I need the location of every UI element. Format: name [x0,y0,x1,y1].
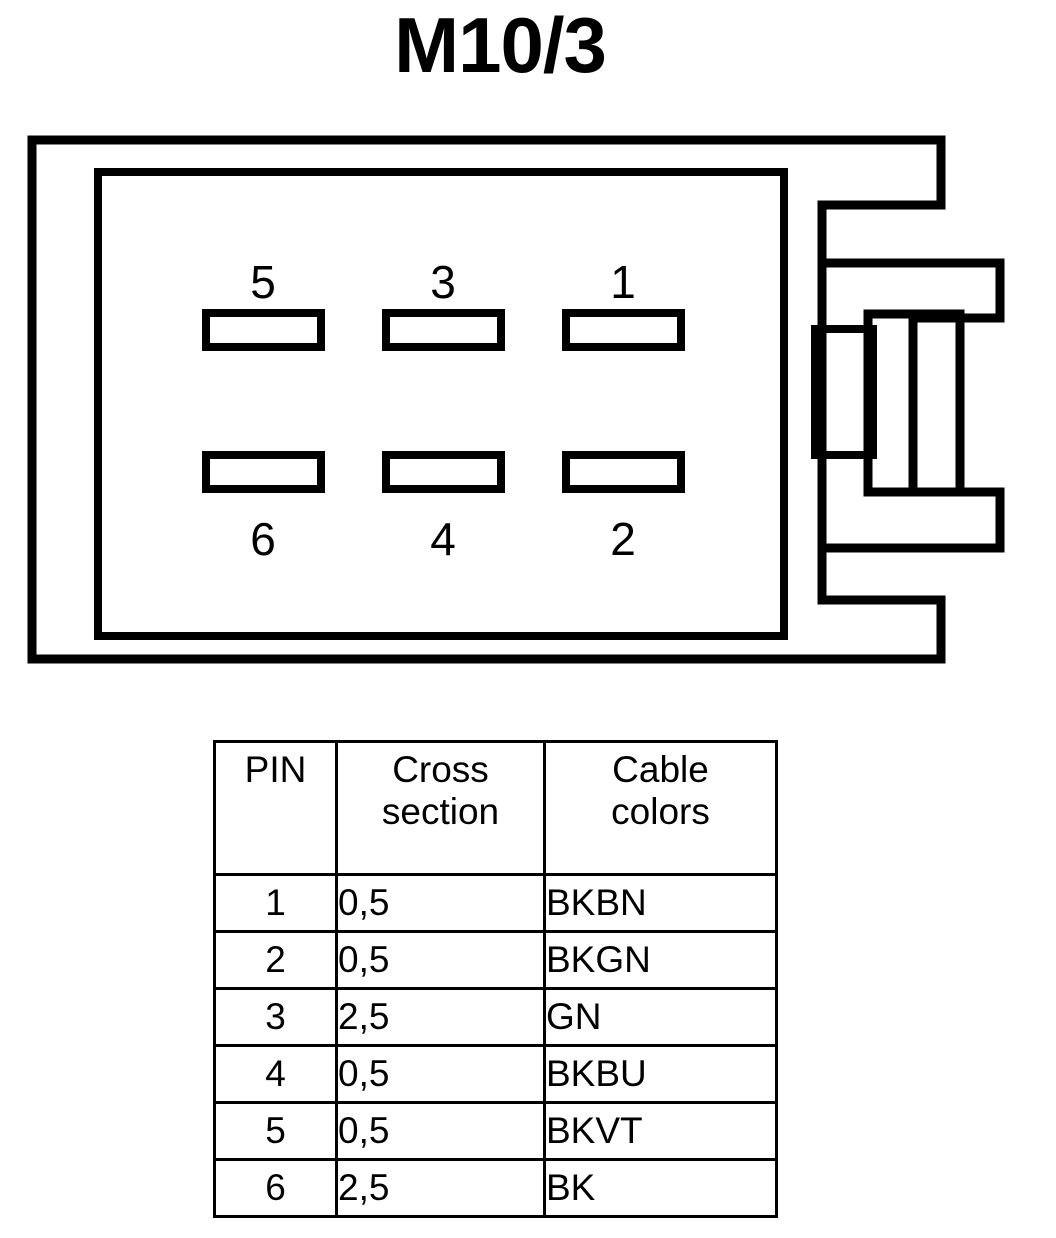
column-header-cross-section: Cross section [335,740,546,876]
locking-latch-block [863,309,965,497]
table-row: 1 0,5 BKBN [213,873,778,933]
cell-pin: 3 [213,987,338,1047]
cell-cable-colors: BKVT [543,1101,778,1161]
cell-cross-section: 0,5 [335,1101,546,1161]
table-row: 3 2,5 GN [213,987,778,1047]
connector-diagram: 5 3 1 6 4 2 [0,118,1056,688]
pin-number-label-6: 6 [250,513,276,565]
cell-pin: 2 [213,930,338,990]
cell-cable-colors: BK [543,1158,778,1218]
locking-latch-tab [811,325,877,459]
cell-pin: 5 [213,1101,338,1161]
cell-cable-colors: BKBN [543,873,778,933]
pin-assignment-table-container: PIN Cross section Cable colors 1 0,5 [213,740,778,1218]
pin-slot-1[interactable] [562,309,685,351]
table-row: 2 0,5 BKGN [213,930,778,990]
column-header-cross-section-line2: section [381,791,500,832]
pin-assignment-table: PIN Cross section Cable colors 1 0,5 [213,740,778,1218]
cell-cross-section: 0,5 [335,1044,546,1104]
pin-slot-3[interactable] [382,309,505,351]
pin-slot-5[interactable] [202,309,325,351]
pin-number-label-5: 5 [250,256,276,308]
locking-latch-outer [826,258,1005,553]
cell-cable-colors: BKGN [543,930,778,990]
pin-slot-2[interactable] [562,451,685,493]
cell-cross-section: 0,5 [335,873,546,933]
pin-cavity-rectangle [94,168,788,640]
table-body: 1 0,5 BKBN 2 0,5 BKGN 3 2,5 GN 4 0,5 [213,873,778,1218]
cell-cross-section: 0,5 [335,930,546,990]
cell-cable-colors: GN [543,987,778,1047]
column-header-pin-text: PIN [244,749,307,790]
pin-number-label-4: 4 [430,513,456,565]
table-row: 4 0,5 BKBU [213,1044,778,1104]
pin-number-label-3: 3 [430,256,456,308]
column-header-cable-colors-line2: colors [611,791,710,832]
cell-pin: 4 [213,1044,338,1104]
pin-slot-6[interactable] [202,451,325,493]
cell-pin: 6 [213,1158,338,1218]
page-title: M10/3 [394,1,607,89]
column-header-pin: PIN [213,740,338,876]
pin-number-label-2: 2 [610,513,636,565]
table-header: PIN Cross section Cable colors [213,740,778,876]
connector-outer-housing [27,135,946,664]
connector-svg: 5 3 1 6 4 2 [27,135,1005,664]
cell-cross-section: 2,5 [335,1158,546,1218]
table-header-row: PIN Cross section Cable colors [213,740,778,876]
table-row: 6 2,5 BK [213,1158,778,1218]
column-header-cross-section-line1: Cross [392,749,489,790]
column-header-cable-colors: Cable colors [543,740,778,876]
column-header-cable-colors-line1: Cable [612,749,709,790]
pin-slot-4[interactable] [382,451,505,493]
pin-number-label-1: 1 [610,256,636,308]
cell-cable-colors: BKBU [543,1044,778,1104]
table-row: 5 0,5 BKVT [213,1101,778,1161]
cell-pin: 1 [213,873,338,933]
cell-cross-section: 2,5 [335,987,546,1047]
